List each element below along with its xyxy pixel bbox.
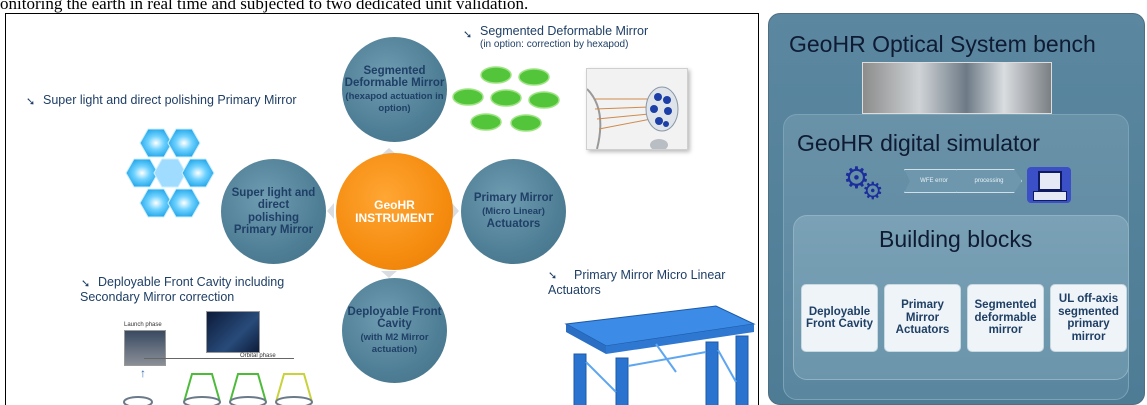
- hexagon-mirror-image: [125, 128, 215, 218]
- circle-actuators-label-a: Primary Mirror: [473, 192, 554, 205]
- rocket-image: [124, 330, 166, 366]
- arrow-left: [327, 203, 334, 219]
- launch-phase-caption: Launch phase: [124, 322, 162, 328]
- circle-primary-mirror: Super light and direct polishing Primary…: [221, 159, 326, 264]
- circle-actuators-label-c: Actuators: [486, 218, 541, 231]
- block-deformable-mirror: Segmented deformable mirror: [967, 284, 1044, 352]
- circle-center-label: GeoHR INSTRUMENT: [355, 198, 434, 225]
- circle-cavity-sub: (with M2 Mirror actuation): [360, 331, 429, 355]
- block-segmented-primary: UL off-axis segmented primary mirror: [1050, 284, 1127, 352]
- block-front-cavity: Deployable Front Cavity: [801, 284, 878, 352]
- label-segmented-mirror: Segmented Deformable Mirror (in option: …: [480, 24, 720, 51]
- instrument-diagram-panel: Segmented Deformable Mirror (hexapod act…: [5, 13, 759, 405]
- label-segmented-sub: (in option: correction by hexapod): [480, 39, 629, 50]
- circle-segmented-label: Segmented Deformable Mirror: [344, 64, 445, 90]
- gears-icon: ⚙: [843, 162, 870, 195]
- label-actuators: Primary Mirror Micro Linear Actuators: [548, 268, 726, 297]
- circle-actuators: Primary Mirror (Micro Linear) Actuators: [461, 159, 566, 264]
- digital-simulator-title: GeoHR digital simulator: [797, 130, 1040, 156]
- circle-cavity-label: Deployable Front Cavity: [347, 305, 442, 331]
- segmented-mirror-tiles-image: [452, 66, 560, 132]
- arrow-right: [452, 203, 459, 219]
- block-mirror-actuators: Primary Mirror Actuators: [884, 284, 961, 352]
- phase-arrow-icon: ↑: [140, 366, 146, 380]
- label-front-cavity: Deployable Front Cavity including Second…: [80, 275, 285, 304]
- arrow-down: [381, 271, 397, 278]
- phase-tree-lines: [144, 358, 294, 371]
- bullet-icon: ➘: [26, 96, 36, 108]
- top-caption: onitoring the earth in real time and sub…: [0, 0, 529, 13]
- cavity-deployment-images: [123, 373, 313, 405]
- circle-actuators-label-b: (Micro Linear): [482, 205, 545, 217]
- optical-bench-photo: [862, 62, 1052, 114]
- wfe-error-step: WFE error: [904, 169, 964, 193]
- bullet-icon: ➘: [81, 278, 91, 290]
- circle-front-cavity: Deployable Front Cavity (with M2 Mirror …: [342, 278, 447, 383]
- bullet-icon: ➘: [548, 270, 558, 282]
- circle-primary-label: Super light and direct polishing Primary…: [231, 186, 316, 237]
- satellite-image: [206, 311, 260, 353]
- circle-segmented-sub: (hexapod actuation in option): [345, 90, 444, 114]
- actuator-structure-image: [564, 305, 756, 405]
- building-blocks-title: Building blocks: [879, 226, 1033, 252]
- circle-segmented-mirror: Segmented Deformable Mirror (hexapod act…: [342, 37, 447, 142]
- gears-icon: ⚙: [862, 178, 884, 205]
- arrow-up: [381, 148, 397, 155]
- circle-geohr-instrument: GeoHR INSTRUMENT: [336, 153, 453, 270]
- optical-bench-title: GeoHR Optical System bench: [789, 31, 1096, 57]
- computer-icon: [1027, 167, 1071, 203]
- processing-step: processing: [956, 169, 1022, 193]
- hexapod-image: [586, 68, 688, 151]
- bullet-icon: ➘: [463, 29, 473, 41]
- orbital-phase-caption: Orbital phase: [240, 353, 276, 359]
- label-segmented-title: Segmented Deformable Mirror: [480, 24, 649, 38]
- label-primary-mirror: Super light and direct polishing Primary…: [43, 93, 297, 107]
